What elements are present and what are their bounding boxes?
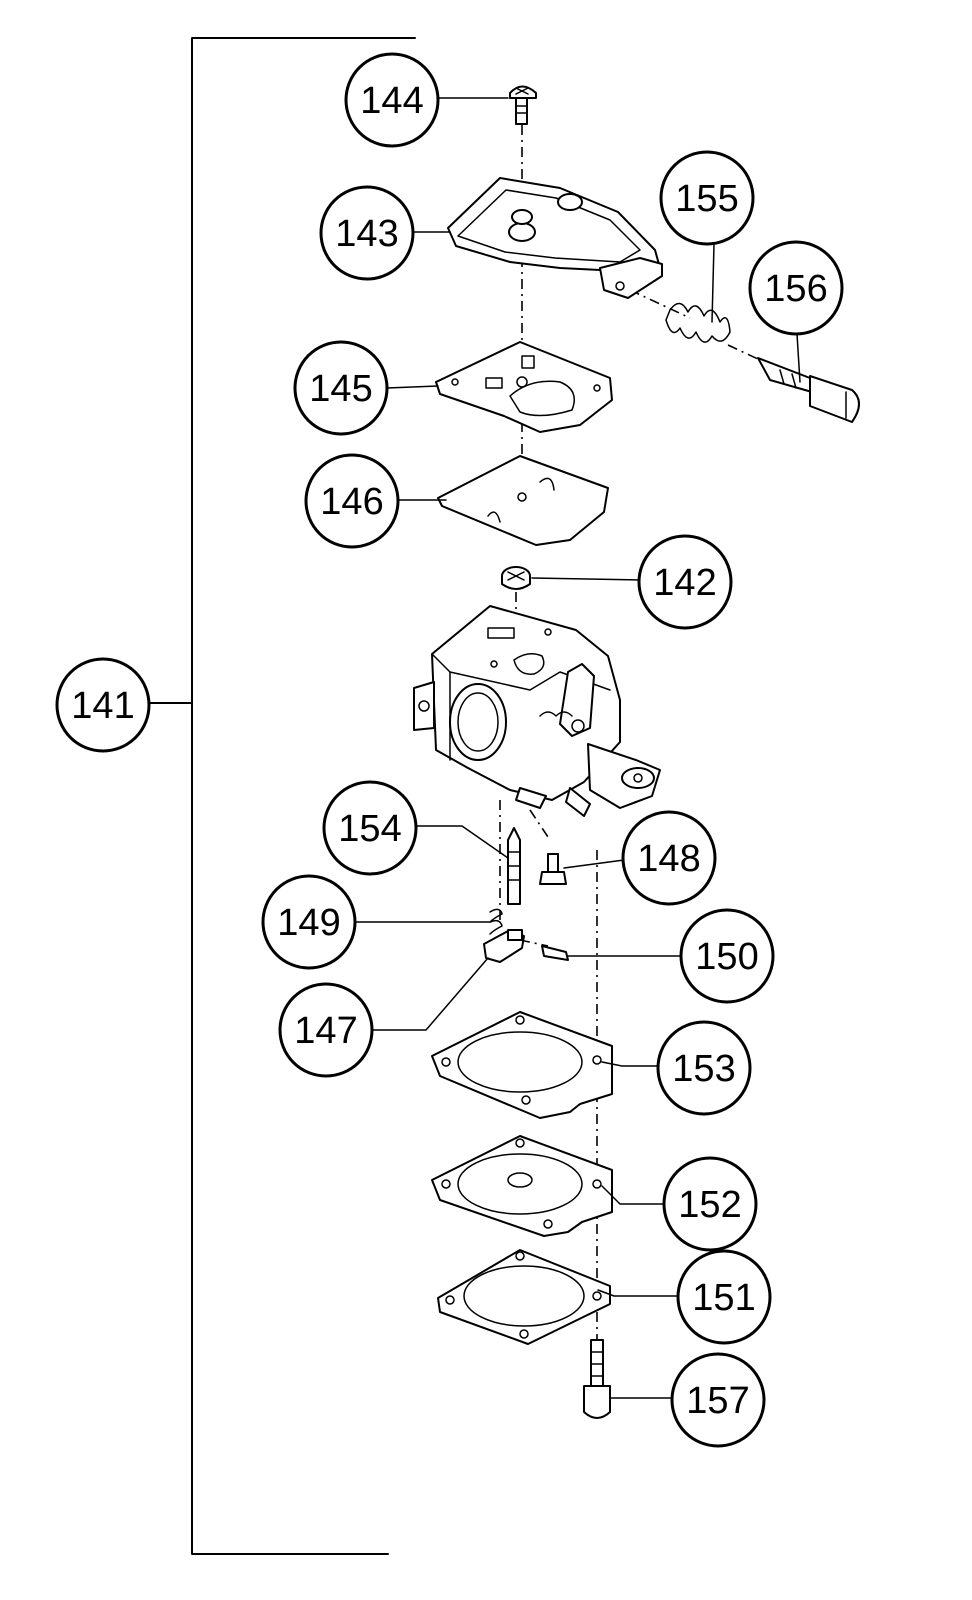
part-148-screw xyxy=(539,853,567,885)
callout-149-label: 149 xyxy=(277,902,340,944)
callout-151-label: 151 xyxy=(692,1277,755,1319)
callout-157: 157 xyxy=(670,1352,766,1448)
part-144-screw xyxy=(509,85,537,125)
callout-157-label: 157 xyxy=(686,1380,749,1422)
part-155-spring xyxy=(665,302,731,343)
part-157-screw xyxy=(583,1339,611,1419)
callout-147-label: 147 xyxy=(294,1010,357,1052)
part-142-screen xyxy=(501,566,531,590)
callout-148: 148 xyxy=(621,810,717,906)
callout-145: 145 xyxy=(293,340,389,436)
callout-144: 144 xyxy=(344,52,440,148)
callout-153: 153 xyxy=(656,1020,752,1116)
callout-154-label: 154 xyxy=(338,808,401,850)
part-146-valve-plate xyxy=(437,455,609,546)
part-147-lever xyxy=(483,929,525,963)
callout-143: 143 xyxy=(319,185,415,281)
part-154-needle xyxy=(507,827,521,905)
callout-146: 146 xyxy=(304,453,400,549)
callout-144-label: 144 xyxy=(360,80,423,122)
callout-153-label: 153 xyxy=(672,1048,735,1090)
callout-147: 147 xyxy=(278,982,374,1078)
callout-146-label: 146 xyxy=(320,481,383,523)
callout-154: 154 xyxy=(322,780,418,876)
callout-141: 141 xyxy=(55,657,151,753)
part-151-cover xyxy=(437,1249,611,1345)
part-carburetor-body xyxy=(413,605,661,817)
callout-152: 152 xyxy=(662,1156,758,1252)
part-156-adjust-screw xyxy=(757,357,860,423)
callout-156-label: 156 xyxy=(764,268,827,310)
callout-142: 142 xyxy=(637,534,733,630)
callout-142-label: 142 xyxy=(653,562,716,604)
part-152-diaphragm xyxy=(431,1135,613,1237)
part-150-pin xyxy=(541,945,569,961)
callout-148-label: 148 xyxy=(637,838,700,880)
part-143-cover xyxy=(447,177,663,299)
part-153-gasket xyxy=(431,1011,613,1119)
callout-145-label: 145 xyxy=(309,368,372,410)
callout-143-label: 143 xyxy=(335,213,398,255)
callout-151: 151 xyxy=(676,1249,772,1345)
callout-156: 156 xyxy=(748,240,844,336)
callout-150-label: 150 xyxy=(695,936,758,978)
callout-150: 150 xyxy=(679,908,775,1004)
part-145-pump-diaphragm xyxy=(435,341,613,433)
callout-155-label: 155 xyxy=(675,178,738,220)
callout-152-label: 152 xyxy=(678,1184,741,1226)
callout-149: 149 xyxy=(261,874,357,970)
leader-lines xyxy=(353,97,801,1399)
callout-141-label: 141 xyxy=(71,685,134,727)
assembly-bracket xyxy=(149,37,416,1555)
callout-155: 155 xyxy=(659,150,755,246)
